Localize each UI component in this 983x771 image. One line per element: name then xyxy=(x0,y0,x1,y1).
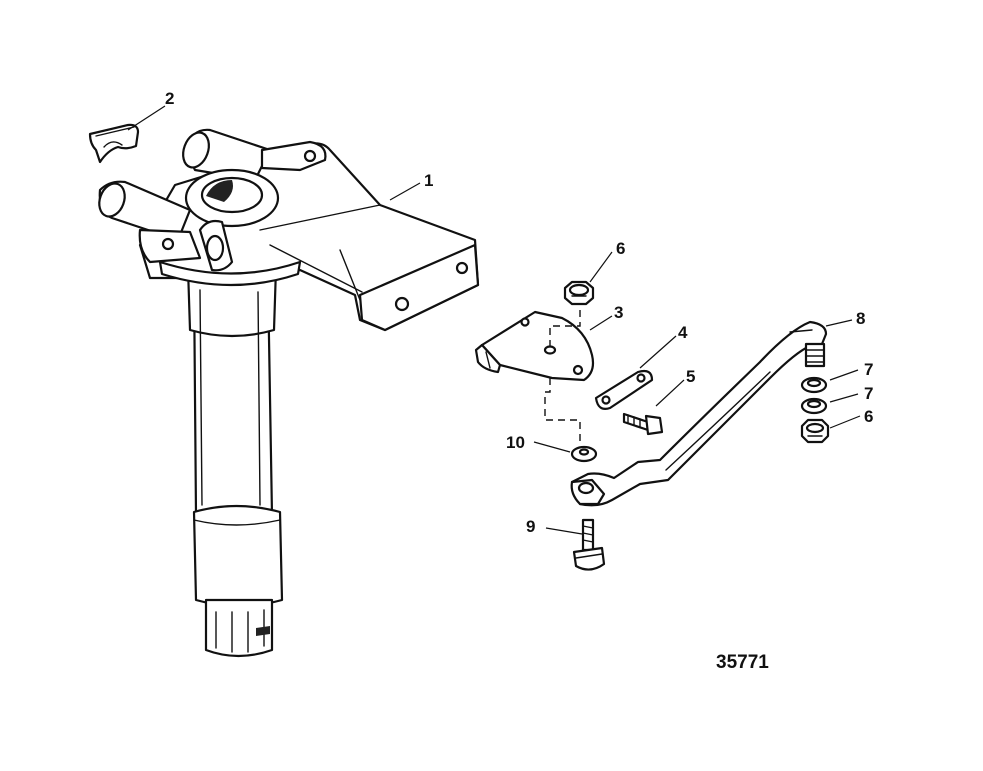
part-10-washer xyxy=(570,445,598,463)
part-7-washer-lower xyxy=(800,397,828,415)
callout-1: 1 xyxy=(424,171,433,190)
callout-10: 10 xyxy=(506,433,525,452)
part-3-bracket xyxy=(474,310,595,382)
part-7-washer-upper xyxy=(800,376,828,394)
part-8-link-rod xyxy=(570,320,828,507)
leader-lines xyxy=(127,105,861,535)
callout-8: 8 xyxy=(856,309,865,328)
part-4-plate xyxy=(594,369,654,410)
figure-reference-number: 35771 xyxy=(716,652,769,673)
callout-labels: 2 1 6 3 4 5 8 7 7 6 10 9 xyxy=(165,89,873,536)
callout-9: 9 xyxy=(526,517,535,536)
callout-6-upper: 6 xyxy=(616,239,625,258)
callout-4: 4 xyxy=(678,323,688,342)
part-9-bolt xyxy=(572,518,606,571)
callout-7-lower: 7 xyxy=(864,384,873,403)
part-6-nut-right xyxy=(800,418,830,444)
part-5-bolt xyxy=(622,412,664,436)
part-2-clip xyxy=(88,123,140,164)
callout-5: 5 xyxy=(686,367,695,386)
callout-2: 2 xyxy=(165,89,174,108)
callout-7-upper: 7 xyxy=(864,360,873,379)
part-1-swivel-bracket xyxy=(98,128,480,658)
callout-3: 3 xyxy=(614,303,623,322)
alignment-lines xyxy=(544,310,581,446)
part-6-nut-upper xyxy=(563,280,595,306)
callout-6-right: 6 xyxy=(864,407,873,426)
